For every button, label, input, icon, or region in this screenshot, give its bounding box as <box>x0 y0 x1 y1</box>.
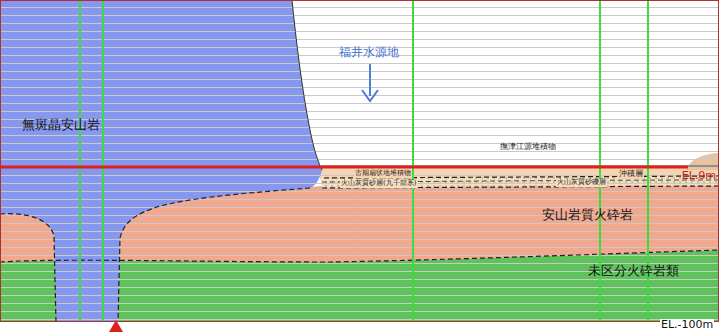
section-label: EL.0m <box>682 170 716 182</box>
section-label: 古期扇状地堆積物 <box>354 170 412 178</box>
section-label: 火山灰質砂層(九千部系) <box>340 180 417 188</box>
rock-unit: 未区分火砕岩類 <box>588 264 679 278</box>
section-label: 撫津江源堆積物 <box>500 143 556 152</box>
section-label: EL.-100m <box>660 319 714 331</box>
section-label: 福井水源地 <box>339 46 399 59</box>
unit-name: 未区分火砕岩類 <box>588 264 679 278</box>
rock-unit: 安山岩質火砕岩 <box>542 208 633 222</box>
unit-name: 無斑晶安山岩 <box>22 118 100 132</box>
section-label: 火山灰質砂礫層 <box>556 179 607 187</box>
section-label: 沖積層 <box>618 170 644 179</box>
rock-unit: 無斑晶安山岩 <box>22 118 100 132</box>
unit-name: 安山岩質火砕岩 <box>542 208 633 222</box>
